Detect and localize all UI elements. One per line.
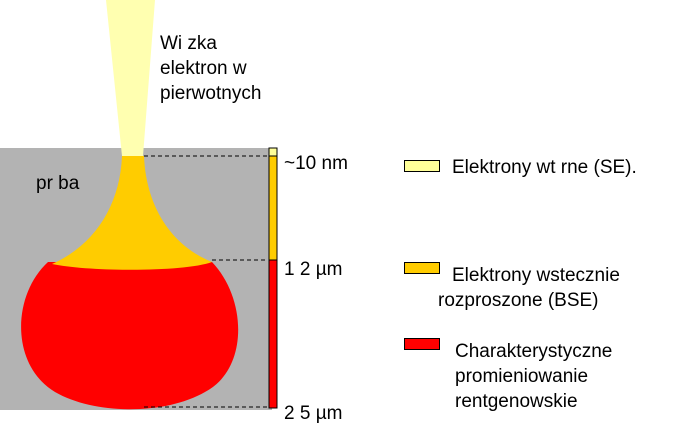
sample-label: pr ba <box>36 173 80 194</box>
legend-label-bse-2: rozproszone (BSE) <box>438 290 599 311</box>
beam-label-line-2: elektron w <box>160 58 247 79</box>
legend-swatch-se <box>404 160 440 172</box>
scale-bar-xray <box>268 259 278 409</box>
legend-label-xray-1: Charakterystyczne <box>455 341 613 362</box>
bse-volume <box>52 156 212 270</box>
scale-bar-se <box>268 147 278 157</box>
primary-beam <box>106 0 155 156</box>
beam-label-line-3: pierwotnych <box>160 83 262 104</box>
scale-label-top: ~10 nm <box>284 153 348 174</box>
legend-swatch-bse <box>404 262 440 274</box>
scale-bar-bse <box>268 155 278 261</box>
beam-label-line-1: Wi zka <box>160 33 217 54</box>
xray-volume <box>21 262 239 410</box>
legend-label-xray-2: promieniowanie <box>455 366 589 387</box>
legend-swatch-xray <box>404 338 440 350</box>
legend-label-bse-1: Elektrony wstecznie <box>452 265 620 286</box>
scale-label-bottom: 2 5 µm <box>284 403 343 424</box>
legend-label-se: Elektrony wt rne (SE). <box>452 157 637 178</box>
legend-label-xray-3: rentgenowskie <box>455 391 578 412</box>
scale-label-mid: 1 2 µm <box>284 259 343 280</box>
